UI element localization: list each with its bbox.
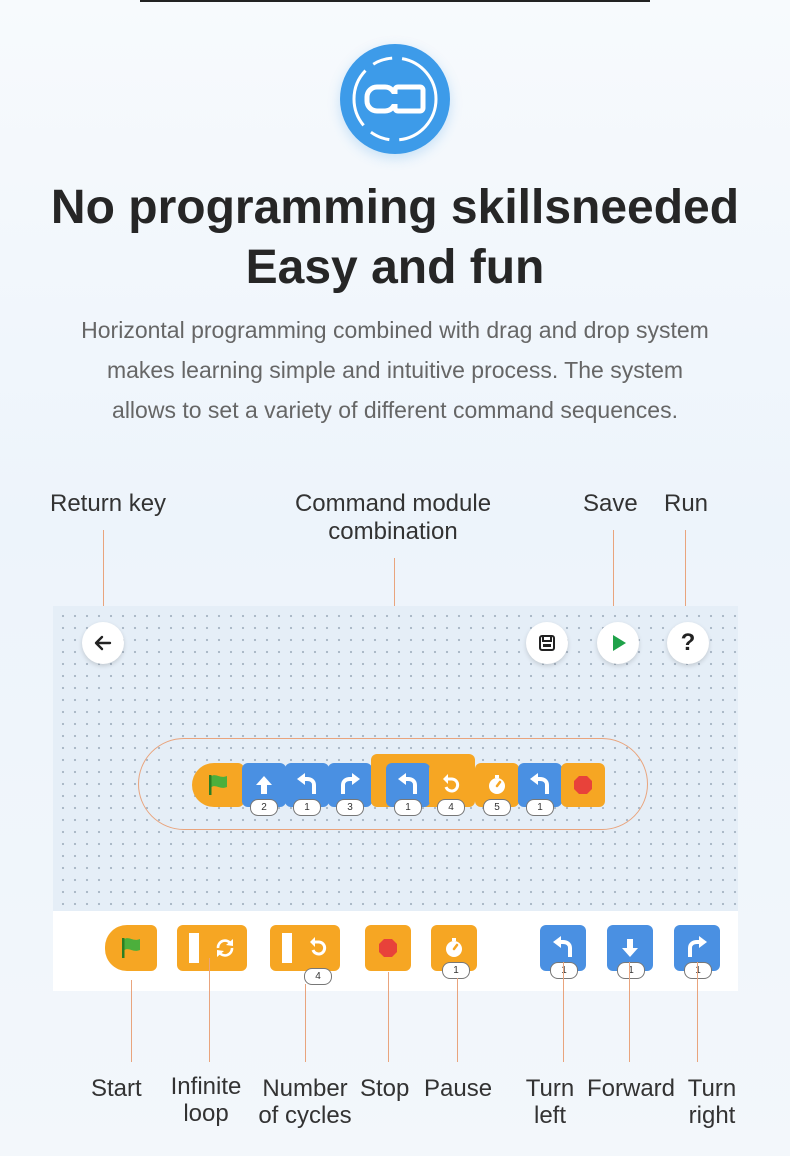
loop-slot <box>189 933 199 963</box>
description: Horizontal programming combined with dra… <box>40 310 750 430</box>
flag-icon <box>209 775 227 795</box>
label-line: Turn <box>687 1075 737 1102</box>
palette-turn-left-block[interactable] <box>540 925 586 971</box>
label-connector <box>563 962 564 1062</box>
top-divider <box>140 0 650 2</box>
label-connector <box>697 962 698 1062</box>
timer-icon <box>489 775 505 794</box>
label-stop: Stop <box>360 1075 410 1102</box>
label-line: right <box>688 1102 736 1129</box>
label-connector <box>629 962 630 1062</box>
timer-icon <box>446 938 462 957</box>
run-callout: Run <box>664 490 709 517</box>
help-button[interactable]: ? <box>667 622 709 664</box>
seq-count-badge[interactable]: 1 <box>293 799 321 816</box>
label-connector <box>457 978 458 1062</box>
label-line: of cycles <box>258 1102 352 1129</box>
label-line: Turn <box>525 1075 575 1102</box>
loop-icon <box>443 774 460 793</box>
label-turn-left: Turn left <box>522 1075 578 1129</box>
page-title-line2: Easy and fun <box>245 241 545 294</box>
stop-icon <box>574 776 592 794</box>
seq-count-badge[interactable]: 1 <box>394 799 422 816</box>
label-connector <box>305 984 306 1062</box>
stop-icon <box>379 939 397 957</box>
palette-count-badge[interactable]: 1 <box>617 962 645 979</box>
sequence-highlight <box>138 738 648 830</box>
seq-count-badge[interactable]: 1 <box>526 799 554 816</box>
palette-start-block[interactable] <box>105 925 157 971</box>
loop-slot <box>282 933 292 963</box>
question-icon: ? <box>680 629 696 656</box>
turn-left-icon <box>398 773 417 794</box>
callout-connector <box>685 530 686 630</box>
seq-count-badge[interactable]: 5 <box>483 799 511 816</box>
label-start: Start <box>91 1075 142 1102</box>
arrow-left-icon <box>94 635 112 651</box>
save-button[interactable] <box>526 622 568 664</box>
page-title-line1: No programming skillsneeded <box>50 181 740 234</box>
palette-count-badge[interactable]: 1 <box>550 962 578 979</box>
label-line: loop <box>183 1100 229 1127</box>
turn-left-icon <box>297 773 316 794</box>
callout-connector <box>103 530 104 630</box>
label-forward: Forward <box>587 1075 676 1102</box>
seq-count-badge[interactable]: 2 <box>250 799 278 816</box>
seq-stop-block[interactable] <box>561 763 605 807</box>
description-line: allows to set a variety of different com… <box>112 397 678 423</box>
seq-count-badge[interactable]: 3 <box>336 799 364 816</box>
palette-count-badge[interactable]: 1 <box>684 962 712 979</box>
infinite-loop-icon <box>216 939 234 957</box>
arrow-down-icon <box>622 939 638 957</box>
callout-line: combination <box>328 518 458 545</box>
command-module-callout: Command module combination <box>270 490 516 546</box>
palette-count-badge[interactable]: 4 <box>304 968 332 985</box>
turn-right-icon <box>688 936 707 957</box>
turn-left-icon <box>530 773 549 794</box>
label-pause: Pause <box>424 1075 493 1102</box>
arrow-up-icon <box>256 776 272 794</box>
loop-icon <box>310 937 327 956</box>
description-line: Horizontal programming combined with dra… <box>81 317 709 343</box>
label-line: Number <box>262 1075 348 1102</box>
turn-left-icon <box>553 936 572 957</box>
back-button[interactable] <box>82 622 124 664</box>
link-block-icon <box>340 44 450 154</box>
label-connector <box>131 980 132 1062</box>
turn-right-icon <box>341 773 360 794</box>
label-connector <box>388 972 389 1062</box>
callout-line: Command module <box>294 490 492 517</box>
save-icon <box>539 635 555 651</box>
palette-stop-block[interactable] <box>365 925 411 971</box>
seq-turn-left-block[interactable] <box>285 763 329 807</box>
palette-cycles-block[interactable] <box>270 925 340 971</box>
seq-count-badge[interactable]: 4 <box>437 799 465 816</box>
label-line: left <box>533 1102 566 1129</box>
callout-connector <box>613 530 614 630</box>
seq-start-block[interactable] <box>192 763 244 807</box>
description-line: makes learning simple and intuitive proc… <box>106 357 684 383</box>
run-button[interactable] <box>597 622 639 664</box>
label-connector <box>209 958 210 1062</box>
palette-infinite-loop-block[interactable] <box>177 925 247 971</box>
flag-icon <box>122 938 140 958</box>
label-number-of-cycles: Number of cycles <box>256 1075 354 1129</box>
palette-count-badge[interactable]: 1 <box>442 962 470 979</box>
return-key-callout: Return key <box>50 490 167 517</box>
label-infinite-loop: Infinite loop <box>166 1073 246 1127</box>
label-line: Infinite <box>170 1073 242 1100</box>
play-icon <box>613 635 626 651</box>
label-turn-right: Turn right <box>684 1075 740 1129</box>
save-callout: Save <box>583 490 638 517</box>
